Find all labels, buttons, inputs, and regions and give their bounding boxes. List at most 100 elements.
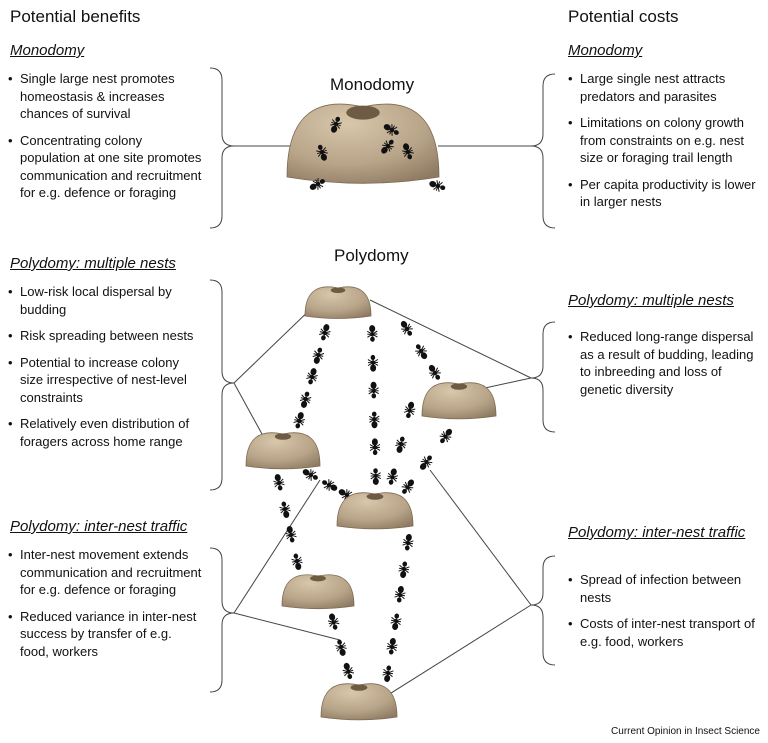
ant-head	[312, 475, 318, 480]
ant-legs	[420, 456, 433, 468]
costs-monodomy-item: Per capita productivity is lower in larg…	[568, 176, 764, 211]
connector-line	[429, 469, 532, 606]
ant-legs	[335, 642, 347, 652]
ant-legs	[368, 387, 379, 395]
ant-abdomen	[302, 469, 310, 476]
ant-icon	[312, 347, 325, 364]
costs-polydomy-traffic-list: Spread of infection between nests Costs …	[568, 571, 764, 659]
ant-icon	[369, 438, 381, 456]
ant-legs	[386, 642, 398, 652]
ant-head	[370, 336, 375, 342]
benefits-polydomy-multiple-item: Relatively even distribution of foragers…	[8, 415, 204, 450]
ant-head	[402, 488, 407, 494]
ant-abdomen	[372, 477, 379, 485]
ant-legs	[386, 124, 398, 136]
ant-head	[308, 379, 313, 385]
ant-icon	[381, 139, 394, 154]
connector-line	[233, 612, 341, 641]
ant-icon	[279, 501, 291, 518]
ant-abdomen	[320, 153, 327, 161]
ant-legs	[401, 481, 414, 493]
brace-left	[209, 67, 235, 229]
ant-head	[281, 501, 287, 507]
ant-icon	[299, 391, 312, 408]
ant-legs	[386, 472, 399, 482]
ant-icon	[322, 479, 338, 491]
ant-icon	[382, 665, 394, 683]
ant-legs	[394, 590, 406, 600]
ant-legs	[299, 394, 312, 404]
ant-head	[304, 391, 310, 397]
ant-abdomen	[331, 125, 338, 133]
ant-legs	[312, 350, 325, 360]
ant-icon	[330, 116, 342, 133]
ant-legs	[279, 504, 291, 514]
nest-dome	[286, 103, 440, 184]
ant-legs	[327, 617, 340, 627]
ant-abdomen	[370, 381, 377, 389]
ant-abdomen	[400, 320, 408, 328]
benefits-polydomy-multiple-item: Potential to increase colony size irresp…	[8, 354, 204, 407]
benefits-monodomy-item: Concentrating colony population at one s…	[8, 132, 204, 202]
ant-abdomen	[283, 510, 290, 518]
ant-head	[427, 455, 432, 461]
ant-abdomen	[310, 368, 317, 376]
ant-icon	[401, 479, 415, 494]
ant-head	[435, 374, 441, 380]
ant-icon	[386, 637, 398, 655]
ant-legs	[316, 147, 328, 157]
ant-legs	[369, 443, 381, 452]
ant-icon	[302, 469, 318, 481]
nest-dome	[245, 432, 321, 470]
ant-abdomen	[371, 421, 378, 429]
ant-abdomen	[381, 146, 388, 154]
ant-abdomen	[330, 484, 338, 491]
costs-monodomy-title: Monodomy	[568, 42, 643, 59]
ant-head	[293, 553, 299, 559]
ant-head	[332, 624, 338, 630]
ant-legs	[319, 328, 331, 338]
ant-head	[388, 649, 394, 655]
ant-legs	[306, 372, 318, 382]
ant-abdomen	[343, 662, 350, 670]
ant-legs	[370, 472, 381, 480]
ant-abdomen	[396, 445, 403, 453]
ant-head	[277, 485, 283, 491]
costs-polydomy-multiple-item: Reduced long-range dispersal as a result…	[568, 328, 764, 398]
brace-left	[209, 279, 235, 491]
brace-left	[209, 547, 235, 693]
ant-head	[372, 449, 378, 456]
connector-line	[369, 299, 532, 379]
ant-icon	[285, 526, 297, 543]
ant-legs	[369, 415, 380, 423]
benefits-monodomy-list: Single large nest promotes homeostasis &…	[8, 70, 204, 211]
ant-head	[371, 411, 377, 417]
ant-legs	[293, 416, 305, 426]
ant-legs	[330, 119, 342, 129]
ant-abdomen	[301, 400, 308, 408]
nest-right	[421, 382, 497, 420]
benefits-polydomy-multiple-title: Polydomy: multiple nests	[10, 255, 176, 272]
ant-head	[347, 673, 353, 680]
ant-legs	[367, 358, 379, 367]
ant-head	[440, 438, 445, 444]
ant-abdomen	[297, 412, 304, 420]
ant-head	[335, 116, 341, 122]
costs-polydomy-multiple-title: Polydomy: multiple nests	[568, 292, 734, 309]
ant-icon	[367, 354, 379, 372]
ant-head	[399, 436, 405, 442]
ant-abdomen	[369, 325, 376, 333]
nest-entrance	[330, 287, 346, 294]
ant-head	[317, 144, 323, 150]
ant-abdomen	[429, 181, 437, 188]
ant-head	[388, 479, 394, 485]
connector-line	[233, 301, 319, 384]
ant-abdomen	[371, 438, 378, 446]
ant-head	[319, 179, 325, 184]
ant-head	[415, 344, 421, 350]
ant-abdomen	[274, 474, 281, 482]
brace-right	[530, 321, 556, 433]
nest-entrance	[346, 105, 380, 120]
nest-dome	[336, 492, 414, 530]
benefits-monodomy-title: Monodomy	[10, 42, 85, 59]
